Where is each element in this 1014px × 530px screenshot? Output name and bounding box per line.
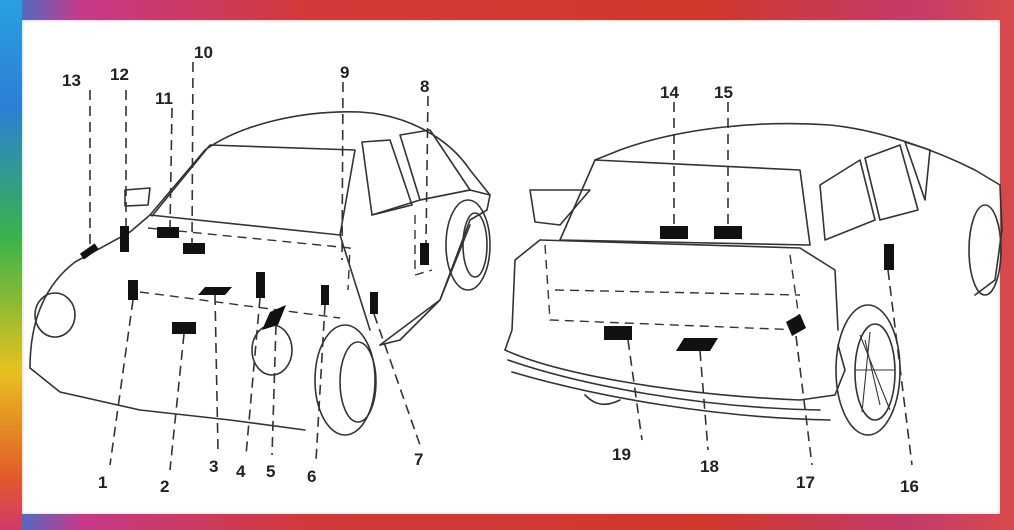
marker-11 (157, 227, 179, 238)
callout-5: 5 (266, 462, 275, 481)
callout-labels: 13 12 11 10 9 8 1 2 3 4 5 6 7 14 15 16 1… (62, 43, 919, 496)
marker-19 (604, 326, 632, 340)
marker-10 (183, 243, 205, 254)
marker-15 (714, 226, 742, 239)
marker-8 (420, 243, 429, 265)
callout-13: 13 (62, 71, 81, 90)
marker-18 (676, 338, 718, 351)
marker-6 (321, 285, 329, 305)
callout-15: 15 (714, 83, 733, 102)
callout-10: 10 (194, 43, 213, 62)
callout-7: 7 (414, 450, 423, 469)
callout-1: 1 (98, 473, 107, 492)
front-car (29, 111, 491, 436)
callout-4: 4 (236, 462, 246, 481)
callout-3: 3 (209, 457, 218, 476)
marker-2 (172, 322, 196, 334)
marker-14 (660, 226, 688, 239)
diagram-canvas (22, 20, 1000, 514)
leader-lines (89, 61, 913, 471)
marker-17 (786, 314, 806, 336)
callout-18: 18 (700, 457, 719, 476)
marker-7 (370, 292, 378, 314)
marker-16 (884, 244, 894, 270)
callout-17: 17 (796, 473, 815, 492)
callout-9: 9 (340, 63, 349, 82)
marker-5 (262, 305, 286, 330)
markers (79, 226, 894, 351)
callout-16: 16 (900, 477, 919, 496)
callout-11: 11 (155, 89, 173, 108)
marker-1 (128, 280, 138, 300)
callout-6: 6 (307, 467, 316, 486)
callout-19: 19 (612, 445, 631, 464)
callout-12: 12 (110, 65, 129, 84)
callout-2: 2 (160, 477, 169, 496)
callout-14: 14 (660, 83, 679, 102)
callout-8: 8 (420, 77, 429, 96)
marker-4 (256, 272, 265, 298)
rear-car (504, 122, 1003, 436)
marker-3 (198, 287, 232, 295)
marker-12 (120, 226, 129, 252)
marker-13 (79, 243, 99, 260)
